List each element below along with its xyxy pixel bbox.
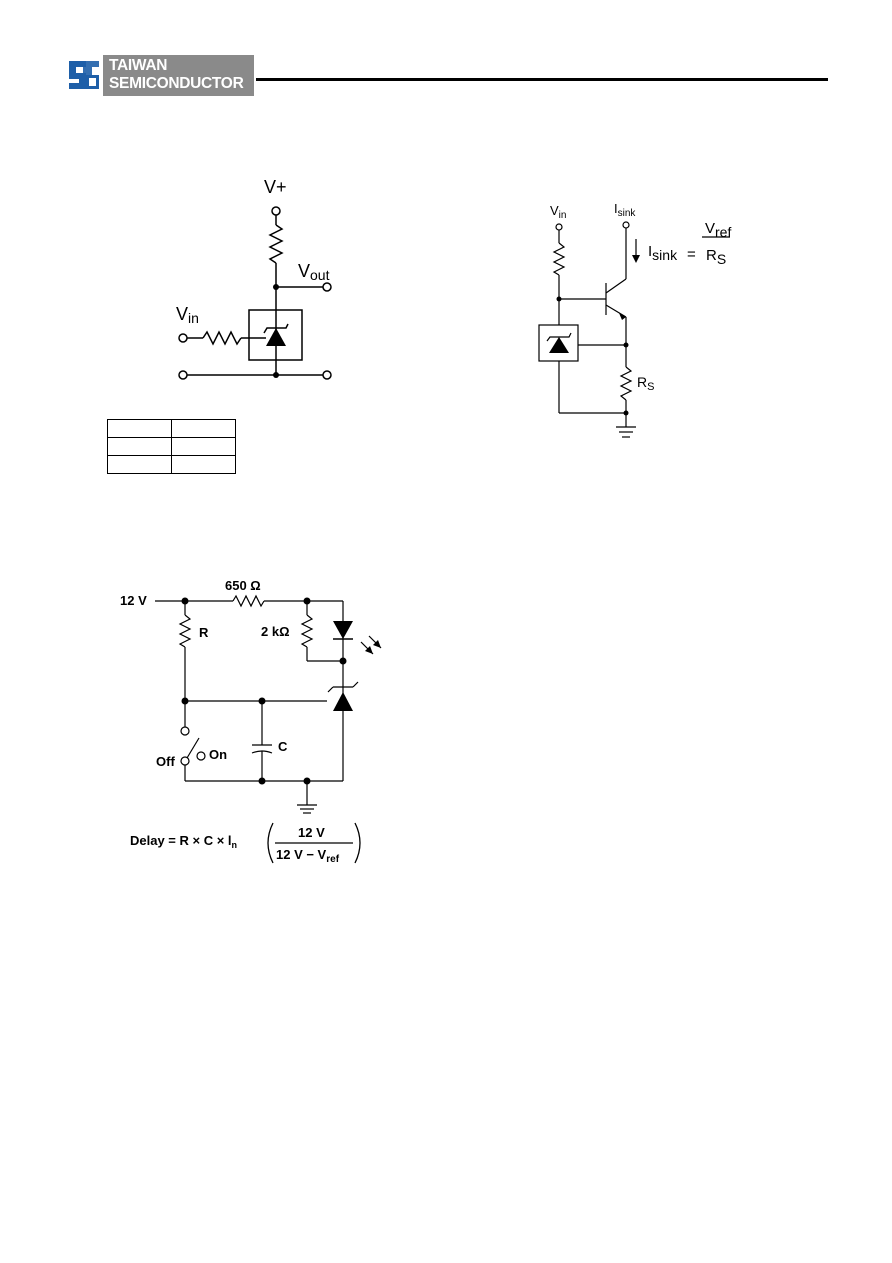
vplus-label: V+ <box>264 177 287 197</box>
delay-formula-denominator: 12 V − Vref <box>276 847 340 865</box>
switch-off-label: Off <box>156 754 175 769</box>
header-rule <box>256 78 828 81</box>
isink-label: Isink <box>614 201 636 219</box>
equals-sign: = <box>687 246 696 263</box>
r-series-label: 650 Ω <box>225 578 261 593</box>
table-cell <box>107 419 172 438</box>
table-row <box>107 419 236 438</box>
table-cell <box>107 455 172 474</box>
delay-formula-numerator: 12 V <box>298 825 325 840</box>
table-cell <box>107 437 172 456</box>
r-label: R <box>199 625 209 640</box>
current-sink-circuit: Vin Isink Isink = Vref RS RS <box>538 201 731 438</box>
c-label: C <box>278 739 288 754</box>
company-name-line1: TAIWAN <box>109 57 168 74</box>
isink-equation-denominator: RS <box>706 247 726 267</box>
isink-equation-numerator: Vref <box>705 220 731 240</box>
table-row <box>107 437 236 456</box>
shunt-regulator-circuit: V+ Vout Vin <box>176 177 332 380</box>
delay-timer-circuit: 12 V 650 Ω 2 kΩ R C On Off Delay = R × C… <box>120 578 382 865</box>
empty-table <box>107 419 236 474</box>
logo-wordmark: TAIWAN SEMICONDUCTOR <box>103 55 254 96</box>
supply-label: 12 V <box>120 593 147 608</box>
isink-equation-lhs: Isink <box>648 243 678 263</box>
company-logo: TAIWAN SEMICONDUCTOR <box>66 55 254 96</box>
vin-label: Vin <box>176 304 199 326</box>
switch-on-label: On <box>209 747 227 762</box>
ts-logo-icon <box>66 55 102 96</box>
table-cell <box>171 419 236 438</box>
table-row <box>107 455 236 474</box>
table-cell <box>171 455 236 474</box>
r-led-label: 2 kΩ <box>261 624 290 639</box>
company-name-line2: SEMICONDUCTOR <box>109 75 244 92</box>
vout-label: Vout <box>298 261 330 283</box>
table-cell <box>171 437 236 456</box>
delay-formula-prefix: Delay = R × C × ln <box>130 833 237 850</box>
vin-label: Vin <box>550 203 566 221</box>
rs-label: RS <box>637 374 654 393</box>
